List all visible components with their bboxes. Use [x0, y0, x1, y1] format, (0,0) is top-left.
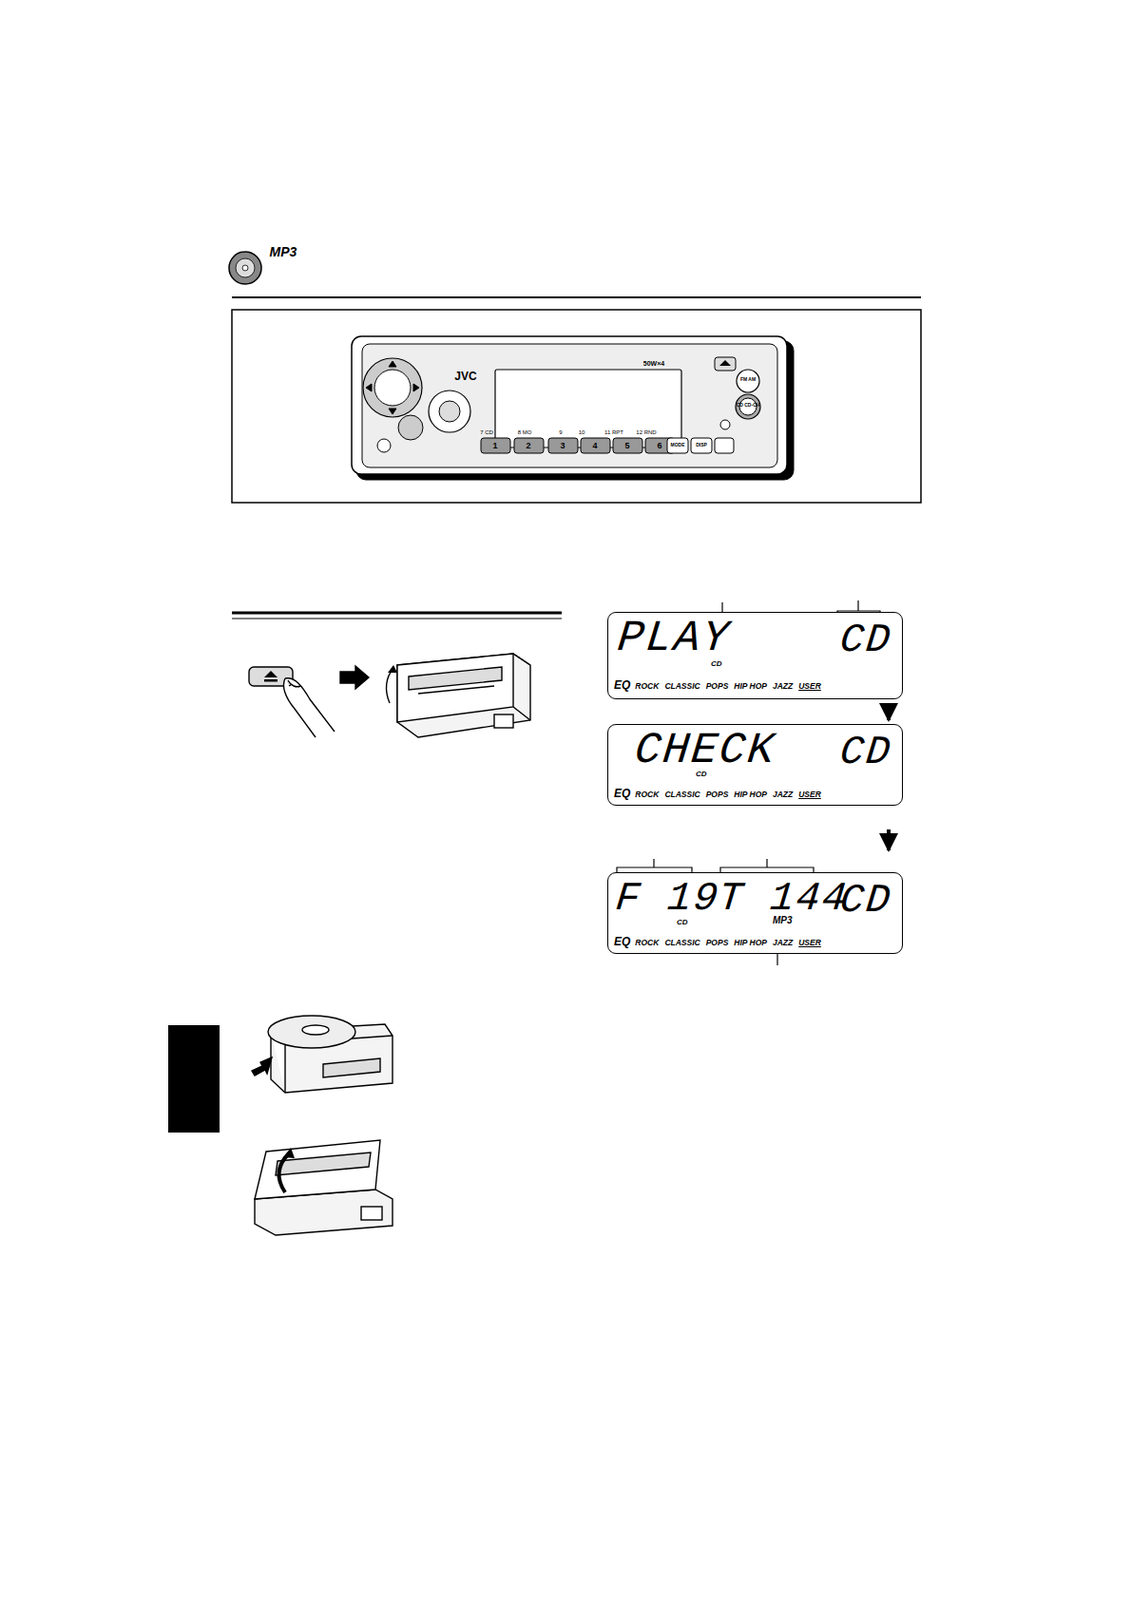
stereo-label: DISP [695, 442, 708, 448]
stereo-label: 2 [525, 441, 531, 451]
section-rule [231, 612, 562, 615]
flow-arrow [886, 705, 891, 721]
eq-mode: POPS [706, 682, 729, 691]
eq-mode: USER [798, 939, 822, 948]
stereo-label: 8 MO [517, 429, 533, 436]
flow-arrow [886, 829, 891, 851]
eq-mark: EQ [613, 936, 631, 948]
segment-text: CHECK [632, 728, 779, 773]
stereo-label: 3 [559, 441, 565, 451]
stereo-label: 7 CD [479, 429, 494, 436]
eq-mode: CLASSIC [664, 682, 700, 691]
panel-frame [231, 309, 921, 503]
faceplate-open-illustration [386, 653, 531, 738]
eq-mode: POPS [706, 790, 729, 800]
cd-icon: CD [695, 770, 708, 779]
mp3-indicator: MP3 [772, 916, 793, 926]
eq-mode: HIP HOP [733, 790, 767, 800]
stereo-label: 50W×4 [643, 360, 665, 367]
stereo-label: FM AM [740, 377, 756, 383]
stereo-label: CD CD-CH [736, 402, 761, 408]
stereo-label: 11 RPT [604, 429, 624, 436]
eq-mode: USER [798, 682, 822, 691]
segment-text: PLAY [615, 616, 733, 661]
eq-mode: ROCK [634, 939, 659, 948]
eq-mode: HIP HOP [733, 939, 767, 948]
section-icon-label: MP3 [269, 245, 298, 259]
eq-mode: ROCK [634, 790, 659, 800]
eq-mode: JAZZ [772, 682, 793, 691]
segment-text: T 144 [716, 879, 850, 920]
source-indicator: CD [838, 881, 895, 921]
car-stereo [351, 336, 794, 480]
source-indicator: CD [838, 620, 895, 661]
stereo-label: 4 [592, 441, 597, 451]
stereo-label: 5 [624, 441, 630, 451]
eq-mode: JAZZ [772, 790, 793, 800]
section-rule [231, 618, 562, 620]
cd-icon: CD [710, 660, 723, 669]
stereo-label: MODE [670, 442, 686, 448]
eject-press-illustration [249, 666, 369, 738]
stereo-label: 10 [578, 429, 586, 436]
segment-text: F 19 [613, 879, 722, 920]
eq-mark: EQ [613, 679, 631, 691]
mp3-icon [229, 251, 262, 285]
lcd-display: CHECKCDCDEQROCKCLASSICPOPSHIP HOPJAZZUSE… [607, 724, 903, 806]
eq-mark: EQ [613, 787, 631, 800]
eq-mode: JAZZ [772, 939, 793, 948]
stereo-label: 1 [492, 441, 498, 451]
header-rule [231, 296, 921, 299]
stereo-label: 9 [558, 429, 562, 436]
eq-mode: POPS [706, 939, 729, 948]
stereo-label: 12 RND [635, 429, 656, 436]
eq-mode: CLASSIC [664, 939, 700, 948]
eq-mode: ROCK [634, 682, 659, 691]
stereo-label: 6 [656, 441, 662, 451]
lcd-display: F 19T 144CDCDMP3EQROCKCLASSICPOPSHIP HOP… [607, 872, 903, 955]
disc-insert-illustration [251, 1015, 393, 1093]
stereo-label: JVC [454, 370, 477, 383]
faceplate-close-illustration [254, 1140, 393, 1236]
section-tab [168, 1025, 220, 1133]
source-indicator: CD [838, 732, 895, 773]
cd-icon: CD [676, 919, 689, 927]
eq-mode: HIP HOP [733, 682, 767, 691]
eq-mode: CLASSIC [664, 790, 700, 800]
eq-mode: USER [798, 790, 822, 800]
lcd-display: PLAYCDCDEQROCKCLASSICPOPSHIP HOPJAZZUSER [607, 612, 903, 700]
